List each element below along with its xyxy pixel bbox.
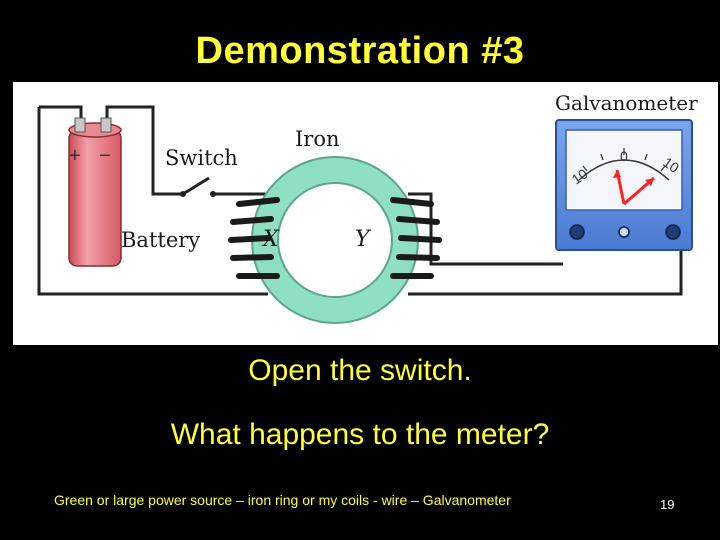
switch-label: Switch (165, 146, 238, 170)
meter-center-screw (618, 226, 630, 238)
circuit-diagram: + − Switch Battery Iron X (13, 82, 718, 345)
scale-zero-label: 0 (620, 148, 628, 164)
page-number: 19 (660, 497, 675, 512)
battery: + − (68, 117, 122, 267)
galvanometer-label: Galvanometer (555, 91, 698, 115)
instruction-text: Open the switch. (248, 354, 472, 387)
coil-x-label: X (261, 227, 280, 252)
wires (37, 105, 683, 296)
coil-x (228, 197, 280, 279)
coil-y-label: Y (355, 227, 372, 252)
galvanometer: 10 0 10 (555, 119, 693, 251)
wire-battery-to-switch (105, 105, 181, 196)
switch-lever (182, 176, 210, 196)
wire-coil-to-meter-left (408, 192, 563, 266)
wire-battery-return (37, 107, 268, 296)
battery-label: Battery (121, 228, 200, 252)
battery-plus-label: + (69, 145, 81, 167)
meter-terminal-left (569, 224, 585, 240)
switch (180, 176, 216, 197)
iron-label: Iron (295, 127, 340, 151)
coil-y (390, 197, 442, 279)
question-text: What happens to the meter? (170, 418, 550, 451)
iron-ring (251, 156, 419, 324)
wire-coil-to-meter-right (408, 250, 683, 296)
battery-minus-label: − (99, 145, 111, 167)
footnote-text: Green or large power source – iron ring … (54, 492, 511, 508)
circuit-svg: + − Switch Battery Iron X (37, 91, 698, 324)
meter-terminal-right (665, 224, 681, 240)
slide-title: Demonstration #3 (195, 30, 525, 72)
